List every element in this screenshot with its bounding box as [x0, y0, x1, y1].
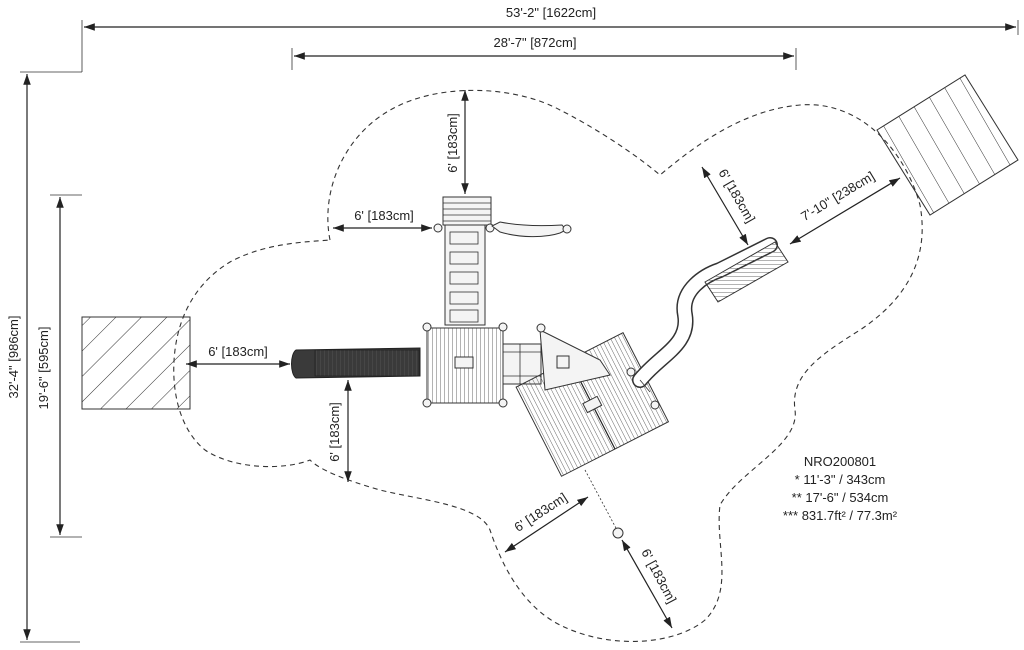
label-clear-left-upper: 6' [183cm]	[354, 208, 414, 223]
tether	[584, 469, 624, 539]
label-inner-height: 19'-6" [595cm]	[36, 327, 51, 410]
dim-clear-left-slide: 6' [183cm]	[186, 344, 290, 368]
dim-inner-height: 19'-6" [595cm]	[36, 194, 82, 538]
clubhouse-side	[536, 323, 660, 410]
dim-clear-left-upper: 6' [183cm]	[333, 208, 432, 232]
label-clear-left-slide: 6' [183cm]	[208, 344, 268, 359]
dim-overall-height: 32'-4" [986cm]	[5, 71, 82, 643]
dim-clear-below: 6' [183cm]	[327, 380, 352, 482]
ladder-section	[433, 196, 495, 326]
label-clear-top: 6' [183cm]	[445, 113, 460, 173]
dim-clear-top: 6' [183cm]	[445, 90, 469, 194]
note-line-1: * 11'-3" / 343cm	[795, 472, 886, 487]
note-model: NRO200801	[804, 454, 876, 469]
dim-clear-bottom-left: 6' [183cm]	[504, 490, 589, 553]
monkey-bar-arm	[491, 221, 572, 238]
label-clear-slide-end: 6' [183cm]	[716, 166, 759, 225]
dim-overall-width: 53'-2" [1622cm]	[81, 4, 1019, 72]
label-inner-width: 28'-7" [872cm]	[494, 35, 577, 50]
label-overall-width: 53'-2" [1622cm]	[506, 5, 596, 20]
safety-zone-outline	[173, 89, 923, 642]
notes-block: NRO200801 * 11'-3" / 343cm ** 17'-6" / 5…	[783, 454, 898, 523]
hatched-area-left	[81, 316, 191, 410]
label-clear-below: 6' [183cm]	[327, 402, 342, 462]
hatched-area-right	[876, 74, 1019, 216]
dim-clear-slide-end: 6' [183cm]	[701, 166, 759, 246]
curved-slide	[632, 237, 789, 393]
dim-inner-width: 28'-7" [872cm]	[291, 34, 797, 70]
label-clear-bottom-right: 6' [183cm]	[638, 546, 679, 606]
note-line-3: *** 831.7ft² / 77.3m²	[783, 508, 898, 523]
dim-clear-bottom-right: 6' [183cm]	[621, 539, 680, 629]
straight-slide	[291, 347, 421, 379]
label-overall-height: 32'-4" [986cm]	[6, 316, 21, 399]
note-line-2: ** 17'-6" / 534cm	[792, 490, 889, 505]
main-deck	[422, 322, 508, 408]
dim-slide-length: 7'-10" [238cm]	[789, 168, 901, 245]
